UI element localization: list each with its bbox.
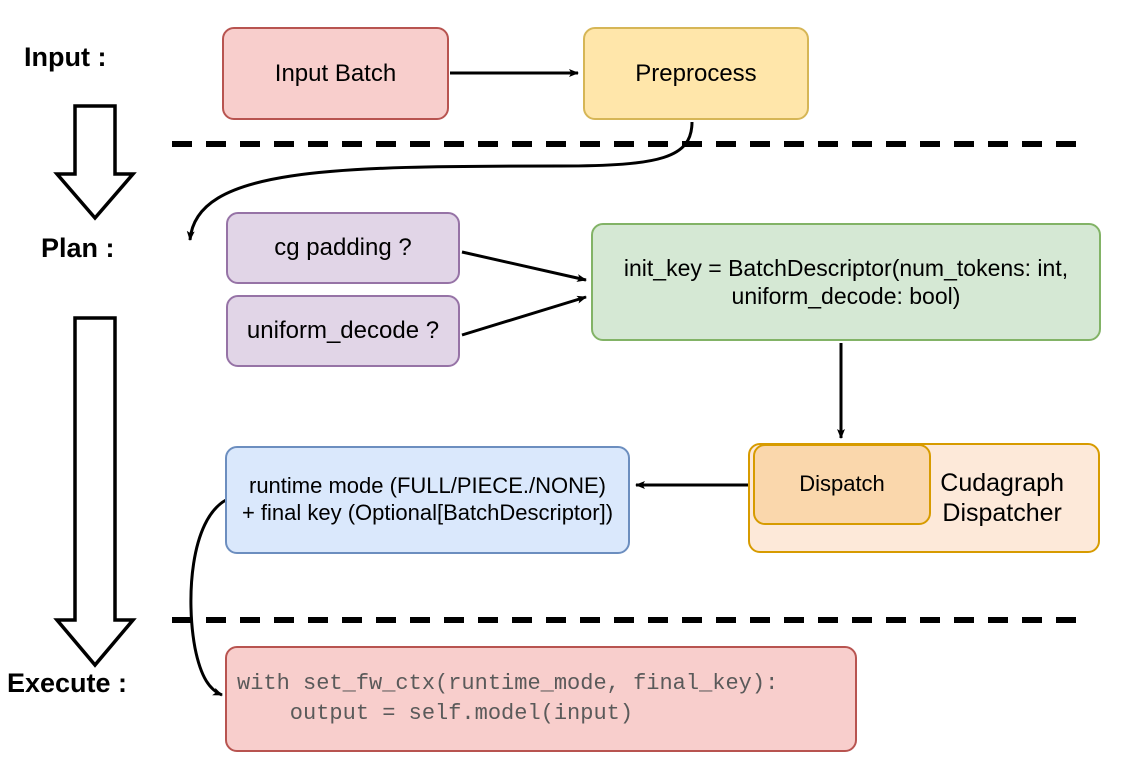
node-preprocess-label: Preprocess — [635, 59, 757, 87]
stage-label-plan: Plan : — [41, 233, 115, 263]
input-to-plan-arrow — [53, 104, 137, 221]
node-input-batch-label: Input Batch — [274, 59, 397, 87]
node-init-key[interactable]: init_key = BatchDescriptor(num_tokens: i… — [591, 223, 1101, 341]
node-runtime-mode[interactable]: runtime mode (FULL/PIECE./NONE) + final … — [225, 446, 630, 554]
node-runtime-mode-label: runtime mode (FULL/PIECE./NONE) + final … — [241, 473, 614, 525]
node-code-block-text: with set_fw_ctx(runtime_mode, final_key)… — [237, 671, 779, 726]
edge-runtime-mode-to-code — [189, 498, 227, 697]
edge-cg-padding-to-init-key — [461, 250, 587, 282]
stage-label-input: Input : — [24, 42, 107, 72]
node-preprocess[interactable]: Preprocess — [583, 27, 809, 120]
stage-label-execute: Execute : — [7, 668, 128, 698]
node-cudagraph-dispatcher-label: Cudagraph Dispatcher — [940, 468, 1064, 528]
node-dispatch-label: Dispatch — [799, 471, 885, 497]
node-input-batch[interactable]: Input Batch — [222, 27, 449, 120]
node-uniform-decode-label: uniform_decode ? — [246, 317, 440, 345]
edge-uniform-decode-to-init-key — [461, 295, 587, 337]
node-init-key-label: init_key = BatchDescriptor(num_tokens: i… — [623, 254, 1069, 309]
node-cg-padding-label: cg padding ? — [274, 234, 412, 262]
node-code-block[interactable]: with set_fw_ctx(runtime_mode, final_key)… — [225, 646, 857, 752]
node-dispatch[interactable]: Dispatch — [753, 444, 931, 525]
node-cg-padding[interactable]: cg padding ? — [226, 212, 460, 284]
node-uniform-decode[interactable]: uniform_decode ? — [226, 295, 460, 367]
plan-to-execute-arrow — [53, 316, 137, 668]
